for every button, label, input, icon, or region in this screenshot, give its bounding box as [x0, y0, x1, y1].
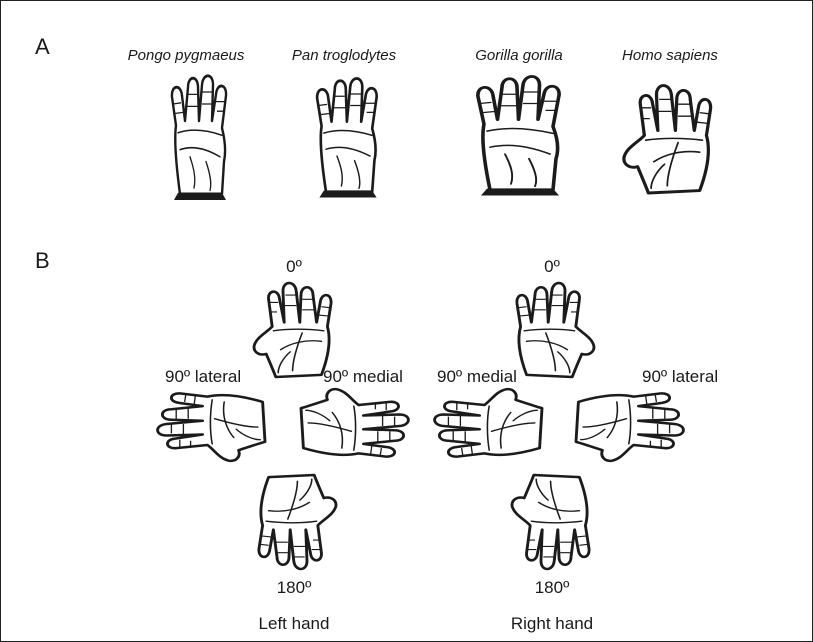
- species-label-pan: Pan troglodytes: [292, 47, 396, 64]
- left-hand-0-icon: [250, 280, 340, 380]
- right-west-angle: 90º medial: [437, 367, 517, 387]
- right-top-angle: 0º: [544, 257, 560, 277]
- orangutan-hand-icon: [170, 80, 230, 205]
- left-hand-90-medial-icon: [292, 385, 407, 465]
- species-label-pongo: Pongo pygmaeus: [128, 47, 245, 64]
- human-hand-icon: [628, 90, 712, 200]
- gorilla-hand-icon: [478, 78, 562, 203]
- left-west-angle: 90º lateral: [165, 367, 241, 387]
- left-bottom-angle: 180º: [277, 578, 312, 598]
- species-label-homo: Homo sapiens: [622, 47, 718, 64]
- panel-a-label: A: [35, 34, 50, 60]
- left-hand-180-icon: [250, 462, 340, 572]
- left-hand-caption: Left hand: [259, 614, 330, 634]
- right-bottom-angle: 180º: [535, 578, 570, 598]
- left-top-angle: 0º: [286, 257, 302, 277]
- right-east-angle: 90º lateral: [642, 367, 718, 387]
- chimpanzee-hand-icon: [316, 80, 380, 205]
- right-hand-0-icon: [508, 280, 598, 380]
- right-hand-180-icon: [508, 462, 598, 572]
- panel-b-label: B: [35, 248, 50, 274]
- left-hand-90-lateral-icon: [160, 385, 275, 465]
- species-label-gorilla: Gorilla gorilla: [475, 47, 563, 64]
- right-hand-90-medial-icon: [437, 385, 552, 465]
- right-hand-90-lateral-icon: [567, 385, 682, 465]
- right-hand-caption: Right hand: [511, 614, 593, 634]
